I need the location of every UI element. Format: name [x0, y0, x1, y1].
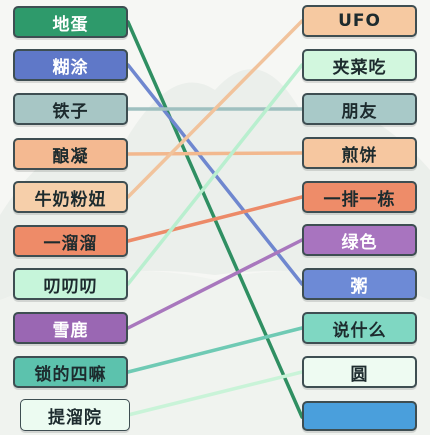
left-tile-6[interactable]: 叨叨叨	[13, 268, 128, 300]
right-tile-1[interactable]: 夹菜吃	[302, 49, 417, 81]
left-tile-1[interactable]: 糊涂	[13, 49, 128, 81]
left-tile-7[interactable]: 雪鹿	[13, 312, 128, 344]
left-tile-5[interactable]: 一溜溜	[13, 225, 128, 257]
right-tile-5[interactable]: 绿色	[302, 224, 417, 256]
right-tile-9[interactable]	[302, 401, 417, 431]
right-tile-7[interactable]: 说什么	[302, 312, 417, 344]
right-tile-6[interactable]: 粥	[302, 268, 417, 300]
left-tile-9[interactable]: 提溜院	[20, 399, 130, 431]
left-tile-4[interactable]: 牛奶粉妞	[13, 181, 128, 213]
left-tile-8[interactable]: 锁的四嘛	[13, 356, 128, 388]
connection-line-9	[126, 370, 304, 417]
left-tile-3[interactable]: 酿凝	[13, 138, 128, 170]
connection-line-7	[126, 238, 304, 330]
right-tile-8[interactable]: 圆	[302, 356, 417, 388]
connection-line-5	[126, 195, 304, 243]
left-tile-2[interactable]: 铁子	[13, 93, 128, 125]
connection-line-6	[126, 63, 304, 286]
right-tile-0[interactable]: UFO	[302, 5, 417, 37]
right-tile-2[interactable]: 朋友	[302, 93, 417, 125]
connection-line-8	[126, 326, 304, 374]
connection-line-3	[126, 151, 304, 156]
right-tile-3[interactable]: 煎饼	[302, 137, 417, 169]
right-tile-4[interactable]: 一排一栋	[302, 181, 417, 213]
left-tile-0[interactable]: 地蛋	[13, 6, 128, 38]
connection-line-4	[126, 19, 304, 199]
